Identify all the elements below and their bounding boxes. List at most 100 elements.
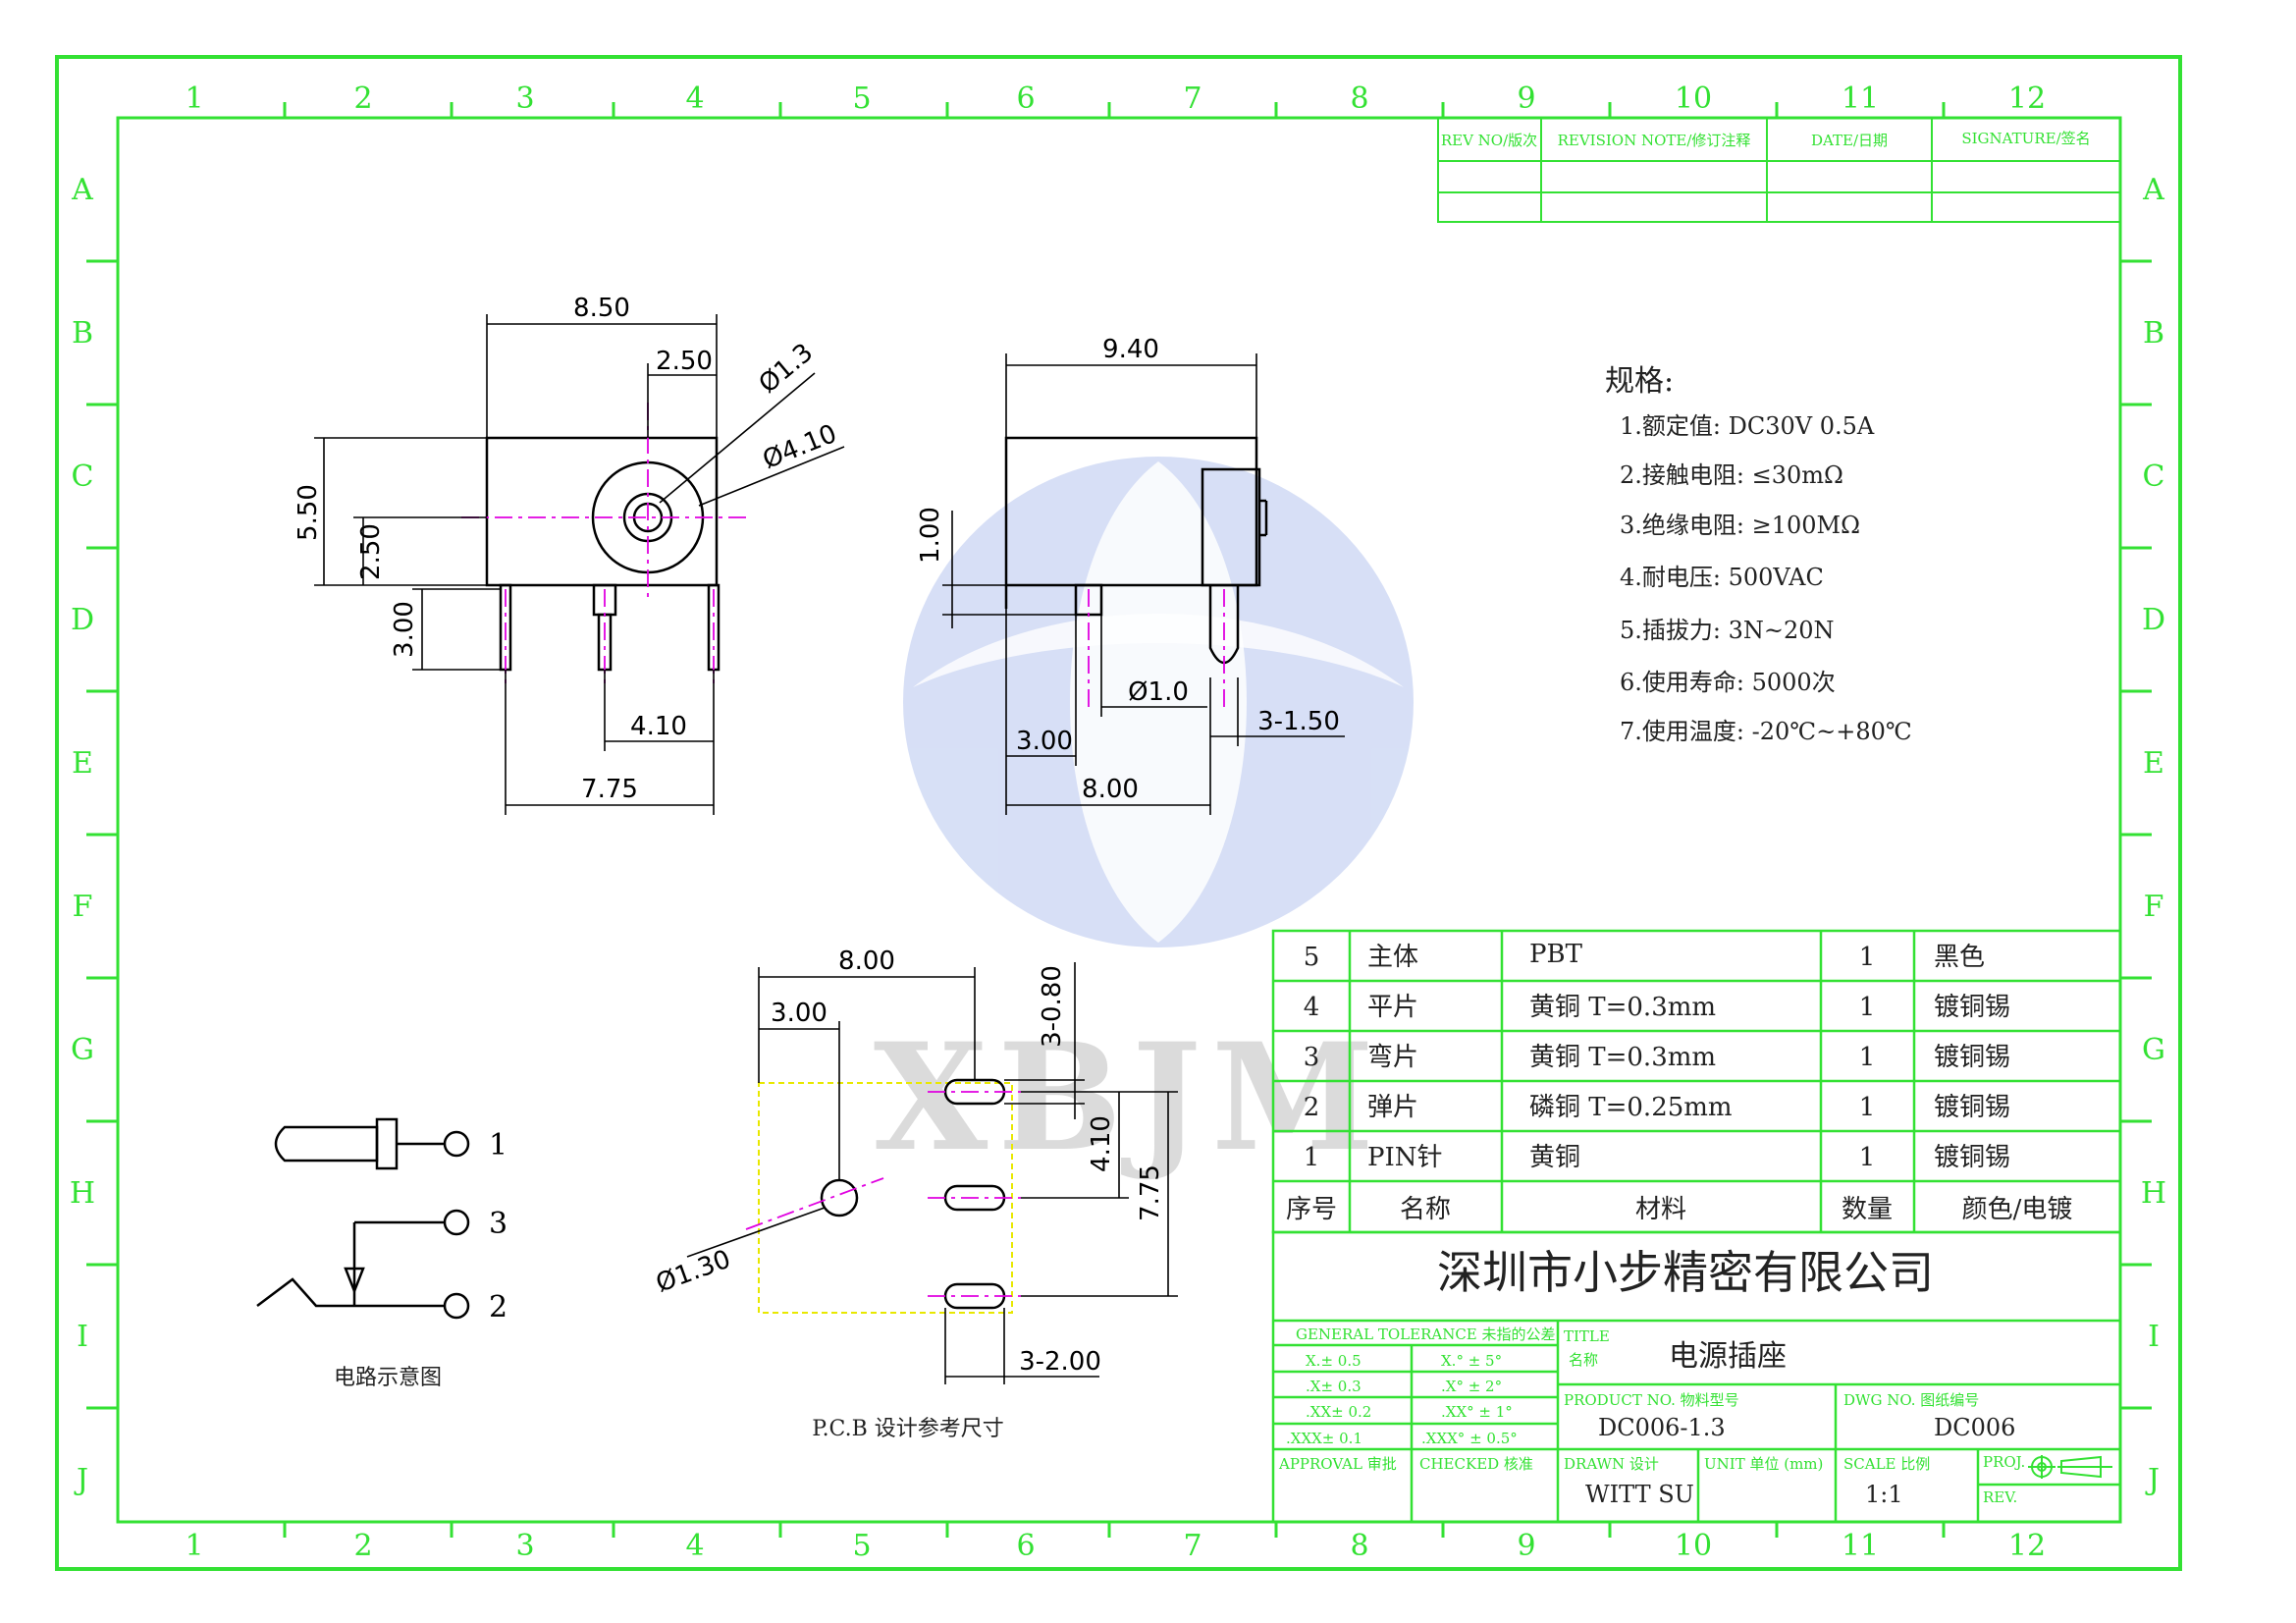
spec-item: 1.额定值: DC30V 0.5A	[1620, 412, 1875, 440]
dim-label: 2.50	[656, 347, 713, 376]
dim-label: 5.50	[294, 484, 323, 541]
dim-label: 8.00	[838, 947, 895, 976]
tolerance-angle: .XXX° ± 0.5°	[1421, 1430, 1518, 1447]
pcb-hole-large	[820, 1178, 859, 1217]
side-body-outline	[1004, 436, 1258, 587]
dim-label: 1.00	[916, 507, 945, 564]
bom-row: 4 平片 黄铜 T=0.3mm 1 镀铜锡	[1304, 993, 2010, 1022]
row-label: D	[71, 603, 94, 637]
svg-text:颜色/电镀: 颜色/电镀	[1962, 1195, 2073, 1224]
circuit-pin-labels: 1 3 2	[489, 1128, 507, 1325]
dim-label: 8.50	[573, 294, 630, 323]
dwg-no-label: DWG NO. 图纸编号	[1843, 1391, 1979, 1409]
svg-text:黄铜 T=0.3mm: 黄铜 T=0.3mm	[1529, 1043, 1716, 1072]
tolerance-label: GENERAL TOLERANCE 未指的公差	[1296, 1325, 1556, 1343]
dim-label: 3.00	[771, 999, 828, 1028]
col-label: 10	[1675, 1529, 1712, 1563]
spec-item: 7.使用温度: -20℃~+80℃	[1620, 718, 1912, 745]
svg-text:1: 1	[1859, 1143, 1876, 1172]
row-label: D	[2142, 603, 2165, 637]
svg-text:5: 5	[1304, 943, 1320, 972]
svg-text:镀铜锡: 镀铜锡	[1934, 993, 2010, 1022]
tolerance-linear: X.± 0.5	[1306, 1352, 1362, 1370]
row-label: B	[72, 316, 93, 351]
rev-header: REVISION NOTE/修订注释	[1558, 132, 1751, 149]
svg-text:镀铜锡: 镀铜锡	[1934, 1043, 2010, 1072]
dim-label: 2.50	[356, 523, 386, 580]
col-label: 2	[353, 1529, 372, 1563]
title-block-values: 电源插座 DC006-1.3 DC006 WITT SU 1:1	[1585, 1339, 2015, 1508]
svg-text:1: 1	[1859, 1093, 1876, 1122]
dim-label: 8.00	[1082, 775, 1139, 804]
row-label: E	[72, 746, 93, 781]
svg-text:弯片: 弯片	[1367, 1043, 1418, 1072]
dim-label: Ø1.30	[652, 1245, 734, 1299]
tolerance-angle: .XX° ± 1°	[1441, 1403, 1513, 1421]
sheet-frame	[55, 55, 2182, 1571]
row-label: G	[71, 1033, 94, 1067]
col-label: 4	[685, 1529, 704, 1563]
col-label: 11	[1842, 81, 1879, 116]
scale-label: SCALE 比例	[1843, 1455, 1930, 1473]
dim-label: Ø1.0	[1128, 677, 1189, 707]
front-view: 8.50 2.50 Ø1.3 Ø4.10 5.50 2.50 3.00 4.10…	[294, 294, 845, 815]
row-label: C	[72, 460, 94, 494]
tolerance-linear: .XX± 0.2	[1306, 1403, 1371, 1421]
product-no-value: DC006-1.3	[1598, 1414, 1726, 1441]
col-label: 9	[1517, 1529, 1535, 1563]
product-no-label: PRODUCT NO. 物料型号	[1564, 1391, 1739, 1409]
pcb-dimension-labels: 8.00 3.00 3-0.80 4.10 7.75 Ø1.30 3-2.00	[652, 947, 1165, 1377]
bom-table	[1271, 929, 2122, 1234]
svg-text:镀铜锡: 镀铜锡	[1934, 1143, 2010, 1172]
unit-label: UNIT 单位 (mm)	[1704, 1455, 1823, 1473]
side-view: 9.40 1.00 Ø1.0 3.00 3-1.50 8.00	[916, 335, 1345, 815]
bom-row: 1 PIN针 黄铜 1 镀铜锡	[1304, 1143, 2010, 1172]
dwg-no-value: DC006	[1934, 1414, 2015, 1441]
dim-label: 3.00	[1016, 727, 1073, 756]
svg-text:序号: 序号	[1286, 1195, 1337, 1224]
title-label-en: TITLE	[1564, 1327, 1610, 1345]
approval-label: APPROVAL 审批	[1278, 1455, 1397, 1473]
row-label: I	[77, 1320, 88, 1354]
pcb-caption: P.C.B 设计参考尺寸	[812, 1417, 1004, 1441]
col-label: 3	[515, 81, 534, 116]
specifications: 规格: 1.额定值: DC30V 0.5A 2.接触电阻: ≤30mΩ 3.绝缘…	[1605, 364, 1912, 745]
row-label: H	[2141, 1176, 2166, 1211]
svg-text:镀铜锡: 镀铜锡	[1934, 1093, 2010, 1122]
watermark-text: XBJM	[874, 1011, 1384, 1184]
svg-text:1: 1	[1304, 1143, 1320, 1172]
svg-text:黄铜 T=0.3mm: 黄铜 T=0.3mm	[1529, 993, 1716, 1022]
company-name: 深圳市小步精密有限公司	[1437, 1246, 1934, 1299]
dim-label: 3.00	[390, 601, 419, 658]
circuit-pin-label: 3	[489, 1207, 507, 1241]
col-label: 8	[1350, 81, 1368, 116]
dim-label: 4.10	[1087, 1115, 1116, 1172]
spec-item: 2.接触电阻: ≤30mΩ	[1620, 461, 1843, 489]
drawn-value: WITT SU	[1585, 1481, 1694, 1508]
row-label: J	[74, 1463, 88, 1497]
spec-item: 6.使用寿命: 5000次	[1620, 669, 1836, 696]
bom-rows: 5 主体 PBT 1 黑色 4 平片 黄铜 T=0.3mm 1 镀铜锡 3 弯片…	[1286, 940, 2072, 1224]
tolerance-angle: X.° ± 5°	[1441, 1352, 1502, 1370]
svg-text:平片: 平片	[1367, 993, 1418, 1022]
pcb-dimension-lines	[686, 962, 1178, 1384]
col-label: 2	[353, 81, 372, 116]
title-block-labels: GENERAL TOLERANCE 未指的公差 X.± 0.5 .X± 0.3 …	[1278, 1325, 2025, 1506]
drawn-label: DRAWN 设计	[1564, 1455, 1659, 1473]
col-label: 6	[1016, 81, 1035, 116]
side-centerlines	[1088, 589, 1225, 707]
circuit-pin-label: 2	[489, 1290, 507, 1325]
rev-label: REV.	[1983, 1488, 2017, 1506]
dim-label: 7.75	[1136, 1164, 1165, 1221]
circuit-pin-label: 1	[489, 1128, 507, 1163]
side-dimension-lines	[942, 353, 1345, 815]
row-label: E	[2143, 746, 2164, 781]
rev-header: DATE/日期	[1811, 132, 1888, 149]
tolerance-linear: .XXX± 0.1	[1286, 1430, 1362, 1447]
tolerance-linear: .X± 0.3	[1306, 1378, 1362, 1395]
row-label: I	[2148, 1320, 2160, 1354]
svg-text:磷铜 T=0.25mm: 磷铜 T=0.25mm	[1529, 1093, 1733, 1122]
dim-label: 7.75	[581, 775, 638, 804]
col-label: 1	[185, 81, 203, 116]
col-label: 5	[852, 1529, 871, 1563]
